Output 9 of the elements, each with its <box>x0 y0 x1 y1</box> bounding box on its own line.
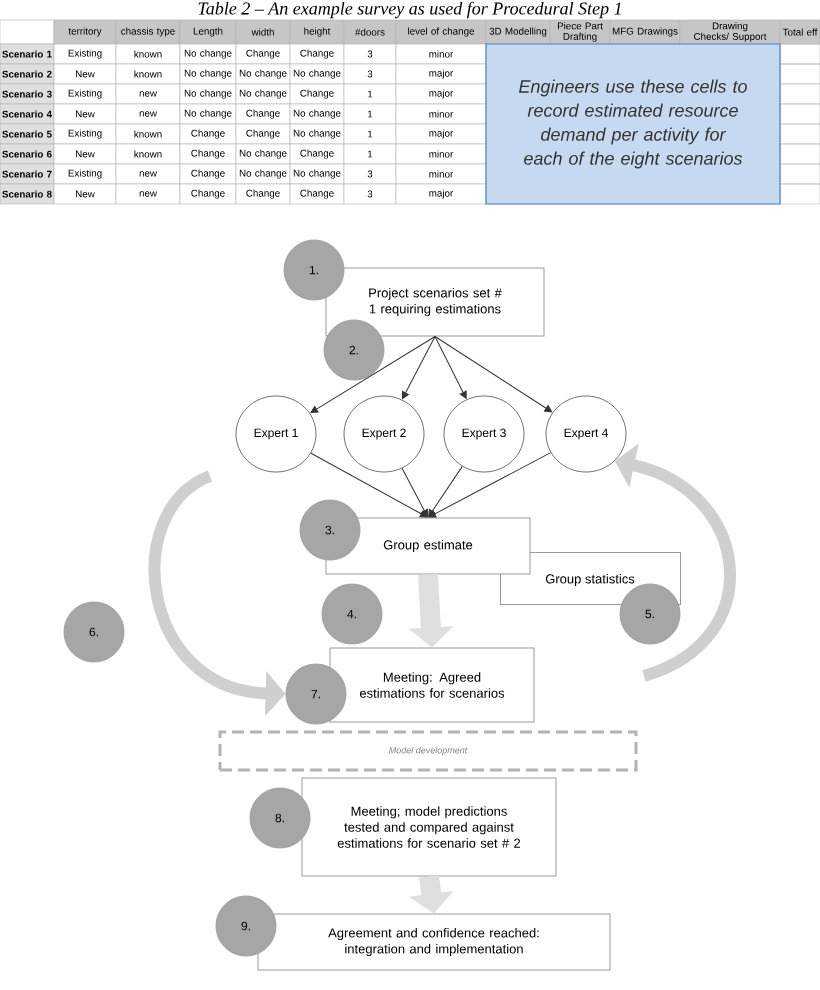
arrow <box>434 336 467 399</box>
arrow <box>434 336 553 413</box>
arrow <box>402 336 436 400</box>
table-title: Table 2 – An example survey as used for Procedural Step 1 <box>198 1 621 19</box>
note-box: Engineers use these cells to record estimated resource demand per activity for each of the eight scenarios <box>485 43 781 205</box>
arrow <box>401 467 428 517</box>
arrow <box>310 336 436 414</box>
arrow <box>428 452 552 518</box>
arrow <box>310 452 428 518</box>
